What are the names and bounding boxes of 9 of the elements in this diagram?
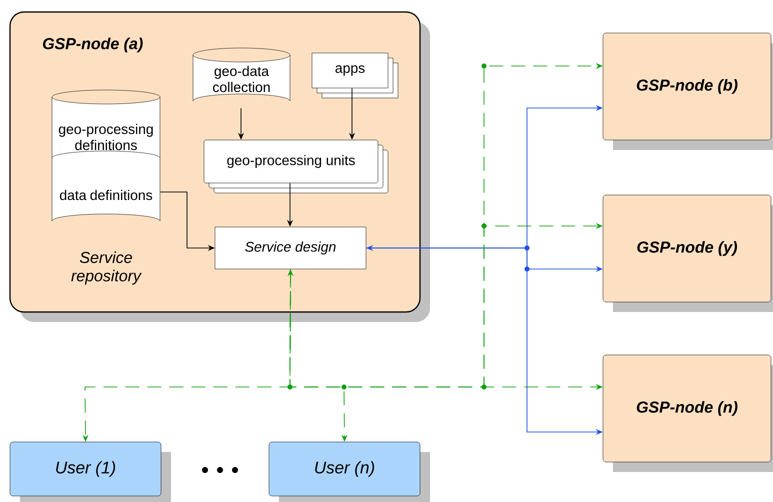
stacked-box: apps <box>312 52 398 98</box>
user-box: User (n) <box>268 442 430 502</box>
stacked-box: geo-processing units <box>204 140 388 194</box>
user-box: User (1) <box>10 442 171 502</box>
node-box: GSP-node (y) <box>602 194 773 312</box>
node-box: GSP-node (n) <box>602 354 773 472</box>
process-box: Service design <box>214 226 366 270</box>
node-box: GSP-node (b) <box>602 32 773 150</box>
caption-text: Service repository <box>71 251 142 285</box>
